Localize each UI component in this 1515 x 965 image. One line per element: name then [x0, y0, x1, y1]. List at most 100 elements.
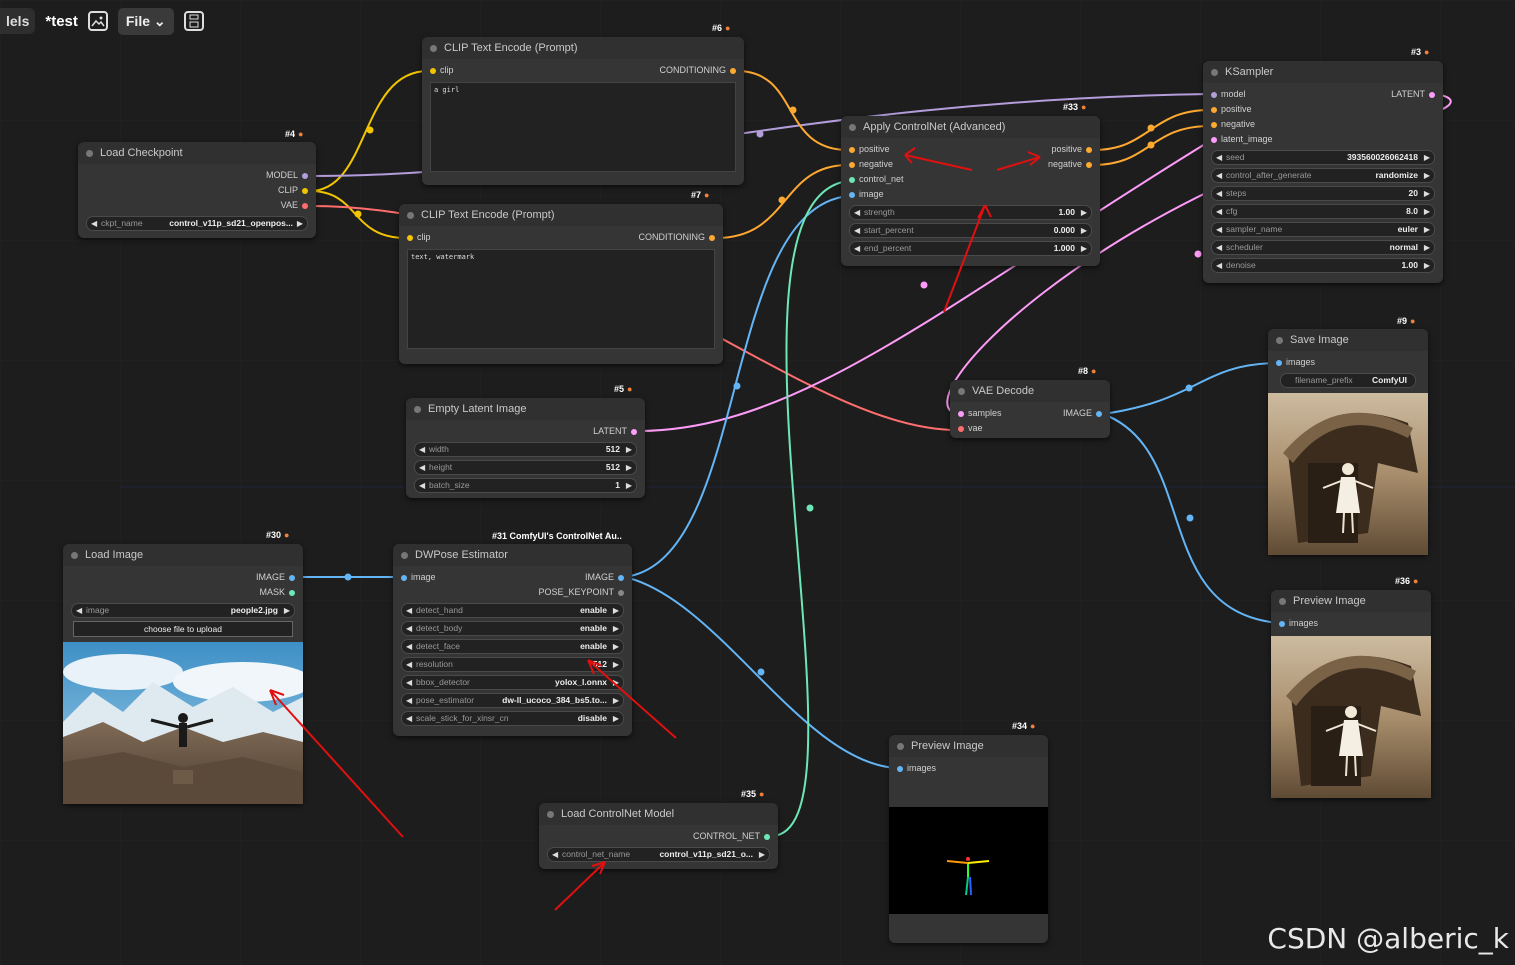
- input-image[interactable]: image: [401, 572, 436, 582]
- node-title[interactable]: KSampler: [1203, 61, 1443, 83]
- node-ksampler[interactable]: KSampler model LATENT positive negative …: [1203, 61, 1443, 283]
- input-negative[interactable]: negative: [1211, 119, 1255, 129]
- loaded-image-preview[interactable]: [63, 642, 303, 804]
- node-id-badge: #36●: [1395, 576, 1419, 586]
- output-conditioning[interactable]: CONDITIONING: [660, 65, 736, 75]
- output-conditioning[interactable]: CONDITIONING: [639, 232, 715, 242]
- wire-latent-out: [946, 93, 1452, 415]
- generated-image-preview[interactable]: [1268, 393, 1428, 555]
- node-clip-text-encode-positive[interactable]: CLIP Text Encode (Prompt) clip CONDITION…: [422, 37, 744, 185]
- wire-controlnet: [770, 180, 849, 837]
- node-load-controlnet-model[interactable]: Load ControlNet Model CONTROL_NET ◀contr…: [539, 803, 778, 869]
- output-negative[interactable]: negative: [1048, 159, 1092, 169]
- pose-preview-image[interactable]: [889, 807, 1048, 914]
- output-image[interactable]: IMAGE: [256, 572, 295, 582]
- output-positive[interactable]: positive: [1051, 144, 1092, 154]
- node-id-badge: #7●: [691, 190, 710, 200]
- image-icon[interactable]: [87, 11, 108, 31]
- node-title[interactable]: Load Checkpoint: [78, 142, 316, 164]
- input-negative[interactable]: negative: [849, 159, 893, 169]
- node-dwpose-estimator[interactable]: DWPose Estimator image IMAGE POSE_KEYPOI…: [393, 544, 632, 736]
- output-latent[interactable]: LATENT: [1391, 89, 1435, 99]
- node-title[interactable]: Load ControlNet Model: [539, 803, 778, 825]
- node-title[interactable]: Empty Latent Image: [406, 398, 645, 420]
- output-latent[interactable]: LATENT: [593, 426, 637, 436]
- workflow-tab-models[interactable]: lels: [0, 8, 36, 34]
- node-title[interactable]: Preview Image: [1271, 590, 1431, 612]
- node-id-badge: #8●: [1078, 366, 1097, 376]
- node-title[interactable]: CLIP Text Encode (Prompt): [422, 37, 744, 59]
- input-clip[interactable]: clip: [407, 232, 431, 242]
- node-clip-text-encode-negative[interactable]: CLIP Text Encode (Prompt) clip CONDITION…: [399, 204, 723, 364]
- input-images[interactable]: images: [1279, 618, 1318, 628]
- file-menu-button[interactable]: File ⌄: [117, 7, 174, 35]
- input-positive[interactable]: positive: [849, 144, 890, 154]
- wire-vae-save: [1102, 362, 1276, 415]
- input-vae[interactable]: vae: [958, 423, 983, 433]
- node-title[interactable]: DWPose Estimator: [393, 544, 632, 566]
- output-image[interactable]: IMAGE: [585, 572, 624, 582]
- node-title[interactable]: Save Image: [1268, 329, 1428, 351]
- prompt-textarea[interactable]: a girl: [430, 82, 736, 172]
- node-load-checkpoint[interactable]: Load Checkpoint MODEL CLIP VAE ◀ckpt_nam…: [78, 142, 316, 238]
- output-model[interactable]: MODEL: [266, 170, 308, 180]
- node-id-badge: #3●: [1411, 47, 1430, 57]
- output-mask[interactable]: MASK: [259, 587, 295, 597]
- node-title[interactable]: Load Image: [63, 544, 303, 566]
- output-image[interactable]: IMAGE: [1063, 408, 1102, 418]
- prompt-textarea[interactable]: text, watermark: [407, 249, 715, 349]
- node-id-badge: #6●: [712, 23, 731, 33]
- input-control-net[interactable]: control_net: [849, 174, 904, 184]
- node-apply-controlnet[interactable]: Apply ControlNet (Advanced) positive pos…: [841, 116, 1100, 266]
- workflow-title[interactable]: *test: [45, 12, 78, 30]
- output-vae[interactable]: VAE: [281, 200, 308, 210]
- input-samples[interactable]: samples: [958, 408, 1002, 418]
- node-title[interactable]: CLIP Text Encode (Prompt): [399, 204, 723, 226]
- input-image[interactable]: image: [849, 189, 884, 199]
- save-icon[interactable]: [183, 11, 204, 31]
- input-clip[interactable]: clip: [430, 65, 454, 75]
- watermark-text: CSDN @alberic_k: [1267, 922, 1509, 955]
- input-images[interactable]: images: [1276, 357, 1315, 367]
- output-clip[interactable]: CLIP: [278, 185, 308, 195]
- upload-button[interactable]: choose file to upload: [73, 621, 293, 637]
- output-pose-keypoint[interactable]: POSE_KEYPOINT: [538, 587, 624, 597]
- output-control-net[interactable]: CONTROL_NET: [693, 831, 770, 841]
- input-images[interactable]: images: [897, 763, 936, 773]
- input-positive[interactable]: positive: [1211, 104, 1252, 114]
- node-title[interactable]: VAE Decode: [950, 380, 1110, 402]
- preview-image-thumbnail[interactable]: [1271, 636, 1431, 798]
- input-model[interactable]: model: [1211, 89, 1246, 99]
- node-title[interactable]: Apply ControlNet (Advanced): [841, 116, 1100, 138]
- node-vae-decode[interactable]: VAE Decode samples IMAGE vae: [950, 380, 1110, 438]
- node-title[interactable]: Preview Image: [889, 735, 1048, 757]
- input-latent-image[interactable]: latent_image: [1211, 134, 1273, 144]
